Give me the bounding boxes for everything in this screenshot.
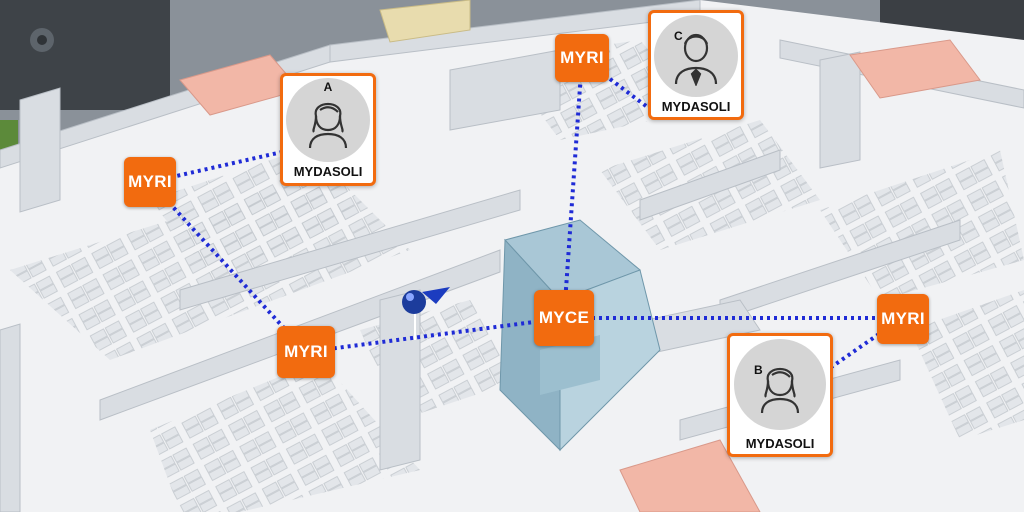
woman-avatar-icon	[760, 367, 800, 413]
myri-node-center: MYRI	[277, 326, 335, 378]
card-label: MYDASOLI	[661, 99, 731, 114]
link-myce-to-myri-top	[562, 57, 584, 319]
card-tag: B	[754, 363, 763, 377]
myce-node: MYCE	[534, 290, 594, 346]
woman-avatar-icon	[308, 103, 348, 149]
card-tag: C	[674, 29, 683, 43]
avatar: B	[734, 339, 826, 430]
mydasoli-card-b: B MYDASOLI	[727, 333, 833, 457]
myri-node-top: MYRI	[555, 34, 609, 82]
avatar: A	[286, 78, 370, 162]
mydasoli-card-c: C MYDASOLI	[648, 10, 744, 120]
desk-cluster	[910, 290, 1024, 440]
myri-node-right: MYRI	[877, 294, 929, 344]
room-block	[619, 439, 761, 512]
outdoor-area	[0, 0, 170, 110]
avatar: C	[654, 15, 738, 97]
location-pin-icon	[402, 287, 450, 340]
card-tag: A	[323, 80, 333, 94]
desk-cluster	[150, 360, 420, 512]
myri-node-left: MYRI	[124, 157, 176, 207]
mydasoli-card-a: A MYDASOLI	[280, 73, 376, 186]
room-block	[379, 0, 471, 43]
card-label: MYDASOLI	[745, 436, 815, 451]
link-myri-center-to-myce	[305, 316, 565, 354]
man-with-tie-avatar-icon	[674, 33, 718, 86]
card-label: MYDASOLI	[293, 164, 363, 179]
room-block	[849, 39, 981, 99]
